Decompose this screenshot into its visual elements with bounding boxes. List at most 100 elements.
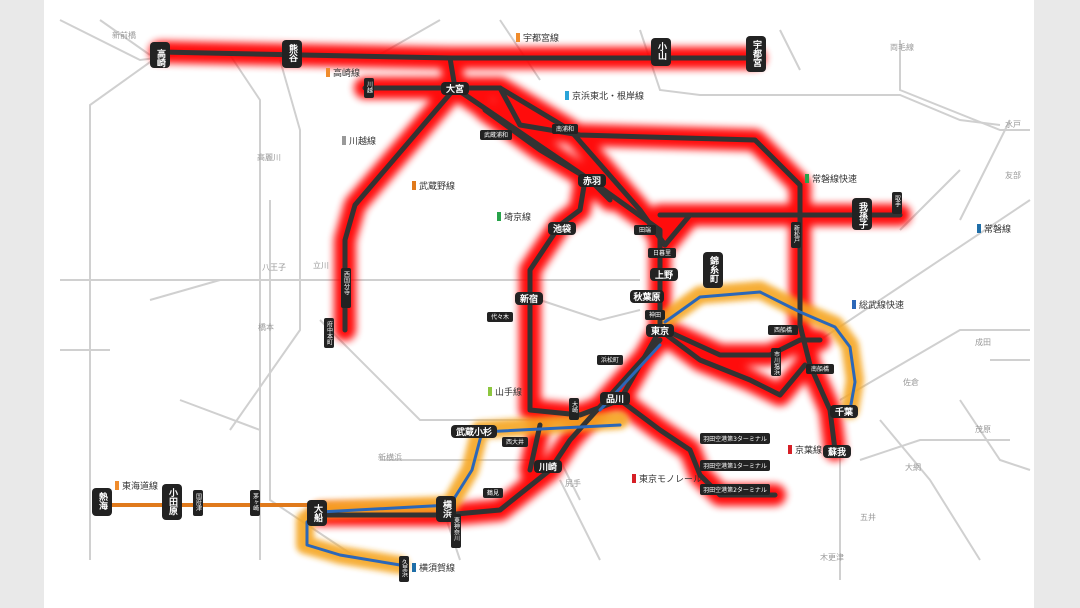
grey-labels: 新前橋 両毛線 八王子 立川 橋本 高麗川 水戸 友部 成田 大網 新横浜 木更…	[112, 30, 1021, 562]
line-label-joban-rapid: 常磐線快速	[812, 173, 857, 185]
station-nishioi[interactable]: 西大井	[502, 437, 528, 447]
station-utsunomiya[interactable]: 宇都宮	[746, 36, 766, 72]
station-hamamatsucho[interactable]: 浜松町	[597, 355, 623, 365]
line-label-takasaki: 高崎線	[333, 67, 360, 79]
svg-text:府中本町: 府中本町	[326, 320, 333, 345]
station-soga[interactable]: 蘇我	[823, 445, 851, 458]
station-toride[interactable]: 取手	[892, 192, 902, 214]
station-shinmatsudo[interactable]: 新松戸	[791, 222, 801, 248]
line-label-musashino: 武蔵野線	[419, 180, 455, 192]
station-oyama[interactable]: 小山	[651, 38, 671, 66]
svg-text:西国分寺: 西国分寺	[343, 271, 350, 295]
line-label-utsunomiya: 宇都宮線	[523, 32, 559, 44]
grey-label-goi: 五井	[860, 512, 876, 522]
svg-text:横浜: 横浜	[441, 499, 452, 519]
svg-text:取手: 取手	[894, 195, 901, 208]
line-label-keihin-tohoku: 京浜東北・根岸線	[572, 90, 644, 102]
station-odawara[interactable]: 小田原	[162, 484, 182, 520]
svg-text:西大井: 西大井	[506, 438, 524, 446]
grey-label-kisarazu: 木更津	[820, 552, 844, 562]
station-kinshicho[interactable]: 錦糸町	[703, 252, 723, 288]
station-atami[interactable]: 熱海	[92, 488, 112, 516]
station-kawasaki[interactable]: 川崎	[534, 460, 562, 473]
station-tokyo[interactable]: 東京	[646, 324, 674, 337]
station-kurihama[interactable]: 久里浜	[399, 556, 409, 582]
station-haneda-t3[interactable]: 羽田空港第3ターミナル	[700, 433, 770, 444]
svg-text:茅ヶ崎: 茅ヶ崎	[252, 492, 259, 511]
station-chigasaki[interactable]: 茅ヶ崎	[250, 490, 260, 516]
grey-label-mito: 水戸	[1005, 119, 1021, 129]
svg-text:大宮: 大宮	[446, 83, 464, 95]
svg-text:羽田空港第1ターミナル: 羽田空港第1ターミナル	[703, 462, 767, 470]
grey-label-shinyokohama: 新横浜	[378, 452, 402, 462]
station-tsurumi[interactable]: 鶴見	[483, 488, 503, 498]
svg-text:久里浜: 久里浜	[401, 558, 408, 578]
svg-text:羽田空港第2ターミナル: 羽田空港第2ターミナル	[703, 486, 767, 494]
station-ikebukuro[interactable]: 池袋	[548, 222, 576, 235]
grey-label-tachikawa: 立川	[313, 260, 329, 270]
line-label-yokosuka: 横須賀線	[419, 562, 455, 574]
station-yoyogi[interactable]: 代々木	[487, 312, 513, 322]
station-ueno[interactable]: 上野	[650, 268, 678, 281]
grey-label-narita: 成田	[975, 337, 991, 347]
line-label-kawagoe: 川越線	[349, 135, 376, 147]
grey-label-sakura: 佐倉	[903, 377, 919, 387]
station-minamifunabashi[interactable]: 南船橋	[806, 364, 834, 374]
svg-text:大船: 大船	[312, 503, 323, 523]
grey-label-shitte: 尻手	[565, 478, 581, 488]
svg-text:市川塩浜: 市川塩浜	[773, 350, 780, 376]
svg-text:高崎: 高崎	[155, 48, 166, 68]
station-kumagaya[interactable]: 熊谷	[282, 40, 302, 68]
svg-text:武蔵浦和: 武蔵浦和	[484, 131, 508, 139]
station-yokohama[interactable]: 横浜	[436, 496, 456, 522]
svg-text:神田: 神田	[649, 311, 661, 319]
svg-text:田端: 田端	[639, 226, 651, 234]
svg-text:千葉: 千葉	[835, 406, 854, 418]
station-nishikokubunji[interactable]: 西国分寺	[341, 268, 351, 308]
station-osaki[interactable]: 大崎	[569, 398, 579, 420]
line-label-tokyo-monorail: 東京モノレール	[639, 473, 702, 485]
station-akabane[interactable]: 赤羽	[578, 174, 606, 187]
svg-text:南浦和: 南浦和	[556, 125, 574, 133]
grey-label-oami: 大網	[905, 462, 921, 472]
station-nishifunabashi[interactable]: 西船橋	[768, 325, 798, 335]
line-label-keiyo: 京葉線	[795, 444, 822, 456]
grey-label-hachioji: 八王子	[262, 263, 286, 272]
svg-text:宇都宮: 宇都宮	[751, 39, 763, 68]
svg-text:熊谷: 熊谷	[287, 43, 298, 63]
station-higashikanagawa[interactable]: 東神奈川	[451, 514, 461, 548]
grey-label-shinmaebashi: 新前橋	[112, 30, 136, 40]
station-ichikawashiohama[interactable]: 市川塩浜	[771, 348, 781, 376]
station-musashikosugi[interactable]: 武蔵小杉	[451, 425, 497, 438]
station-haneda-t1[interactable]: 羽田空港第1ターミナル	[700, 460, 770, 471]
svg-text:川越: 川越	[366, 81, 373, 94]
svg-text:池袋: 池袋	[553, 223, 572, 235]
station-abiko[interactable]: 我孫子	[852, 198, 872, 230]
station-shinjuku[interactable]: 新宿	[515, 292, 543, 305]
station-chiba[interactable]: 千葉	[830, 405, 858, 418]
station-tabata[interactable]: 田端	[634, 225, 656, 235]
svg-text:新宿: 新宿	[520, 293, 538, 305]
svg-text:小田原: 小田原	[167, 487, 179, 516]
svg-text:品川: 品川	[606, 394, 624, 405]
minor-stations: 川越 南浦和 武蔵浦和 西国分寺 府中本町 田端 日暮里 代々木 神田 浜松町 …	[193, 78, 902, 582]
station-kozu[interactable]: 国府津	[193, 490, 203, 516]
station-nippori[interactable]: 日暮里	[648, 248, 676, 258]
station-kawagoe[interactable]: 川越	[364, 78, 374, 98]
station-minamiurawa[interactable]: 南浦和	[552, 124, 578, 134]
station-fuchuhonmachi[interactable]: 府中本町	[324, 318, 334, 348]
station-ofuna[interactable]: 大船	[307, 500, 327, 526]
station-haneda-t2[interactable]: 羽田空港第2ターミナル	[700, 484, 770, 495]
station-kanda[interactable]: 神田	[645, 310, 665, 320]
line-label-sobu-rapid: 総武線快速	[859, 299, 904, 311]
grey-label-tomobe: 友部	[1005, 170, 1021, 180]
station-omiya[interactable]: 大宮	[441, 82, 469, 95]
svg-text:秋葉原: 秋葉原	[632, 291, 660, 303]
station-akihabara[interactable]: 秋葉原	[630, 290, 664, 303]
station-shinagawa[interactable]: 品川	[600, 392, 630, 405]
highlight-track-lines	[157, 49, 903, 518]
station-musashiurawa[interactable]: 武蔵浦和	[480, 130, 512, 140]
line-label-yamanote: 山手線	[495, 386, 522, 398]
station-takasaki[interactable]: 高崎	[150, 42, 170, 68]
